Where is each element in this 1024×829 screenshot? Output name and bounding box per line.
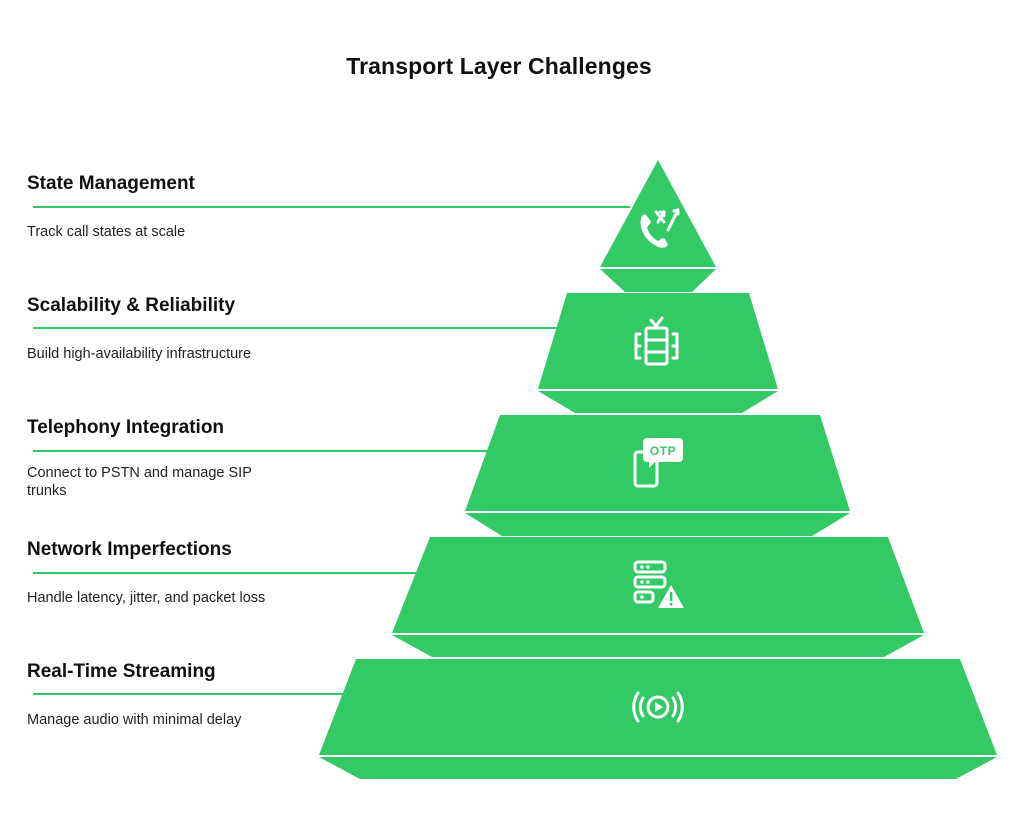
tier-heading: State Management <box>27 173 195 194</box>
tier-heading: Real-Time Streaming <box>27 661 216 682</box>
leader-line <box>33 572 429 574</box>
diagram-title: Transport Layer Challenges <box>346 53 652 79</box>
pyramid-tier-4 <box>392 537 924 657</box>
tier-heading: Telephony Integration <box>27 417 225 438</box>
phone-route-icon <box>640 208 680 248</box>
tier-description: Manage audio with minimal delay <box>27 712 242 728</box>
tier-description: Connect to PSTN and manage SIP trunks <box>27 465 252 499</box>
pyramid-tier-2 <box>538 293 778 413</box>
leader-line <box>33 327 568 329</box>
pyramid-tier-1 <box>600 160 716 292</box>
pyramid-tier-3: OTP <box>465 415 850 536</box>
otp-phone-icon: OTP <box>633 438 683 488</box>
svg-text:OTP: OTP <box>650 444 676 458</box>
pyramid-tier-5 <box>319 659 997 779</box>
tier-heading: Network Imperfections <box>27 539 232 560</box>
tier-description: Build high-availability infrastructure <box>27 346 252 362</box>
tier-description: Handle latency, jitter, and packet loss <box>27 590 266 606</box>
live-stream-icon <box>632 691 684 723</box>
server-warning-icon <box>633 560 684 608</box>
tier-description: Track call states at scale <box>27 224 186 240</box>
leader-line <box>33 206 630 208</box>
server-rack-check-icon <box>634 316 679 366</box>
tier-heading: Scalability & Reliability <box>27 295 236 316</box>
leader-line <box>33 693 355 695</box>
leader-line <box>33 450 503 452</box>
